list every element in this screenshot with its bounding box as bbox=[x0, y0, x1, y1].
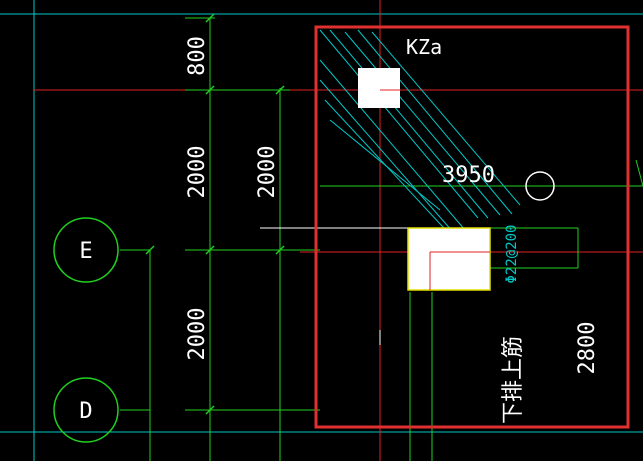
column-square-main[interactable] bbox=[407, 227, 491, 291]
rebar-note-label: 下排上筋 bbox=[501, 336, 526, 424]
column-crosshair bbox=[380, 89, 490, 290]
column-square-top[interactable] bbox=[358, 68, 400, 108]
green-dimension-lines bbox=[120, 17, 643, 461]
white-lines bbox=[260, 227, 410, 345]
small-axis-circle[interactable] bbox=[525, 171, 555, 201]
dimension-ticks bbox=[145, 13, 285, 415]
dimension-2000-left-bottom: 2000 bbox=[185, 308, 210, 361]
red-axis-lines bbox=[34, 0, 643, 461]
dimension-2800: 2800 bbox=[575, 322, 600, 375]
grid-axis-label-e: E bbox=[79, 239, 92, 264]
grid-axis-label-d: D bbox=[79, 399, 92, 424]
dimension-800: 800 bbox=[185, 36, 210, 76]
rebar-spec-label: Φ22@200 bbox=[504, 224, 520, 283]
dimension-3950: 3950 bbox=[442, 163, 495, 188]
grid-bubble-e[interactable]: E bbox=[53, 217, 119, 283]
dimension-2000-left-top: 2000 bbox=[185, 146, 210, 199]
dimension-2000-mid-top: 2000 bbox=[255, 146, 280, 199]
cyan-hatch-lines bbox=[319, 29, 521, 241]
grid-bubble-d[interactable]: D bbox=[53, 377, 119, 443]
column-label-kza: KZa bbox=[406, 35, 442, 59]
red-frame[interactable] bbox=[314, 25, 630, 429]
